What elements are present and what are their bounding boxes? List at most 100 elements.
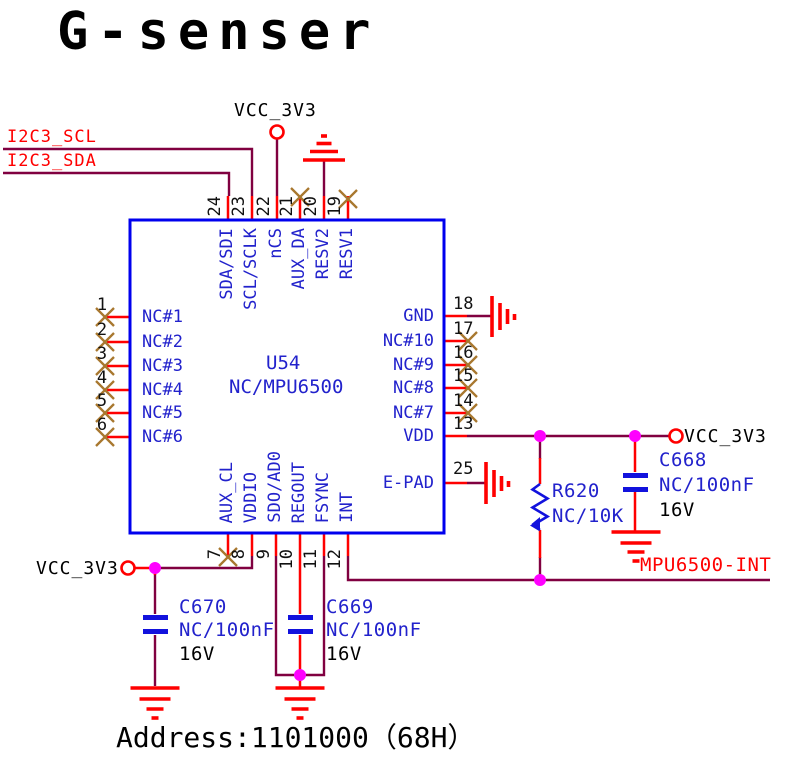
capacitor-c670 [143, 615, 168, 634]
pin-name-nc8: NC#8 [393, 378, 434, 398]
voltage-c670: 16V [179, 643, 215, 665]
junction-dot [294, 669, 306, 681]
junction-dot [534, 430, 546, 442]
chip-refdes: U54 [266, 352, 301, 374]
pin-number-17: 17 [453, 319, 474, 339]
net-label-i2c3-scl: I2C3_SCL [7, 127, 97, 147]
pin-number-8: 8 [229, 549, 249, 560]
pin-name-vdd: VDD [403, 426, 434, 446]
vcc-terminal-icon [269, 124, 285, 140]
net-label-mpu6500-int: MPU6500-INT [640, 554, 772, 576]
pin-number-14: 14 [453, 391, 474, 411]
wire-vddio-vcc [156, 556, 254, 570]
vcc-terminal-icon [120, 560, 136, 576]
value-r620: NC/10K [552, 505, 624, 527]
pin-number-16: 16 [453, 343, 474, 363]
address-note: Address:1101000（68H） [116, 721, 476, 754]
pin-number-7: 7 [205, 549, 225, 560]
pin-name-int: INT [337, 492, 357, 523]
pin-number-10: 10 [277, 549, 297, 570]
no-connect-x-icon [218, 547, 238, 567]
chip-part-number: NC/MPU6500 [229, 376, 344, 398]
pin-stubs [107, 196, 637, 688]
pin-name-gnd: GND [403, 306, 434, 326]
pin-name-aux-cl: AUX_CL [217, 461, 237, 523]
no-connect-x-icon [95, 356, 115, 376]
no-connect-marks [95, 187, 478, 567]
no-connect-x-icon [338, 189, 358, 209]
no-connect-x-icon [95, 403, 115, 423]
no-connect-x-icon [458, 378, 478, 398]
pin-name-nc6: NC#6 [142, 427, 183, 447]
pin-name-aux-da: AUX_DA [289, 228, 309, 290]
value-c669: NC/100nF [326, 619, 422, 641]
vcc-terminal-icon [668, 428, 684, 444]
pin-number-19: 19 [325, 195, 345, 216]
wire-fsync-gnd [302, 556, 326, 677]
pin-name-resv2: RESV2 [313, 228, 333, 280]
voltage-c668: 16V [659, 499, 695, 521]
power-terminals [120, 124, 684, 576]
pin-name-nc9: NC#9 [393, 355, 434, 375]
junction-dots [149, 430, 641, 681]
pin-number-12: 12 [325, 549, 345, 570]
pin-name-nc10: NC#10 [382, 331, 434, 351]
pin-name-nc3: NC#3 [142, 356, 183, 376]
pin-name-nc1: NC#1 [142, 307, 183, 327]
pin-name-sdo-ad0: SDO/AD0 [265, 451, 285, 523]
wire-i2c3-scl [3, 147, 254, 196]
resistor-r620 [529, 482, 551, 532]
ground-icon-up [303, 134, 345, 162]
ground-icon [611, 530, 661, 563]
capacitors [143, 473, 648, 634]
pin-name-nc2: NC#2 [142, 332, 183, 352]
wire-i2c3-sda [3, 171, 231, 196]
pin-name-fsync: FSYNC [313, 471, 333, 523]
no-connect-x-icon [95, 380, 115, 400]
no-connect-x-icon [95, 332, 115, 352]
pin-name-regout: REGOUT [289, 461, 309, 523]
pin-number-15: 15 [453, 366, 474, 386]
pin-name-ncs: nCS [266, 228, 286, 259]
refdes-r620: R620 [552, 480, 600, 502]
pin-number-6: 6 [96, 415, 108, 435]
page-title: G-senser [57, 2, 380, 62]
capacitor-c668 [623, 473, 648, 492]
pin-name-nc7: NC#7 [393, 403, 434, 423]
pin-name-nc4: NC#4 [142, 380, 183, 400]
junction-dot [149, 562, 161, 574]
wires [3, 138, 770, 686]
no-connect-x-icon [458, 355, 478, 375]
pin-name-nc5: NC#5 [142, 403, 183, 423]
pin-number-18: 18 [453, 294, 474, 314]
net-label-vcc-bottom-left: VCC_3V3 [36, 558, 119, 579]
pin-number-1: 1 [96, 295, 108, 315]
no-connect-x-icon [458, 331, 478, 351]
refdes-c668: C668 [659, 449, 707, 471]
value-c670: NC/100nF [179, 619, 275, 641]
pin-number-4: 4 [96, 368, 108, 388]
ground-icon [130, 686, 180, 720]
pin-number-22: 22 [254, 195, 274, 216]
wire-sdo-gnd [274, 556, 298, 677]
pin-name-resv1: RESV1 [337, 228, 357, 280]
no-connect-x-icon [290, 187, 310, 207]
ground-icon-right [490, 296, 517, 337]
voltage-c669: 16V [326, 643, 362, 665]
pin-name-vddio: VDDIO [241, 471, 261, 523]
pin-name-scl-sclk: SCL/SCLK [241, 228, 261, 310]
pin-number-2: 2 [96, 320, 108, 340]
ground-icon-right [484, 462, 511, 504]
wire-int [346, 556, 770, 582]
junction-dot [534, 574, 546, 586]
pin-name-sda-sdi: SDA/SDI [217, 228, 237, 300]
pin-number-23: 23 [229, 195, 249, 216]
net-label-i2c3-sda: I2C3_SDA [7, 151, 97, 171]
net-label-vcc-right: VCC_3V3 [684, 426, 767, 447]
pin-number-24: 24 [205, 195, 225, 216]
pin-number-11: 11 [301, 549, 321, 570]
pin-number-25: 25 [453, 459, 474, 479]
ground-icon [275, 686, 325, 720]
refdes-c669: C669 [326, 596, 374, 618]
